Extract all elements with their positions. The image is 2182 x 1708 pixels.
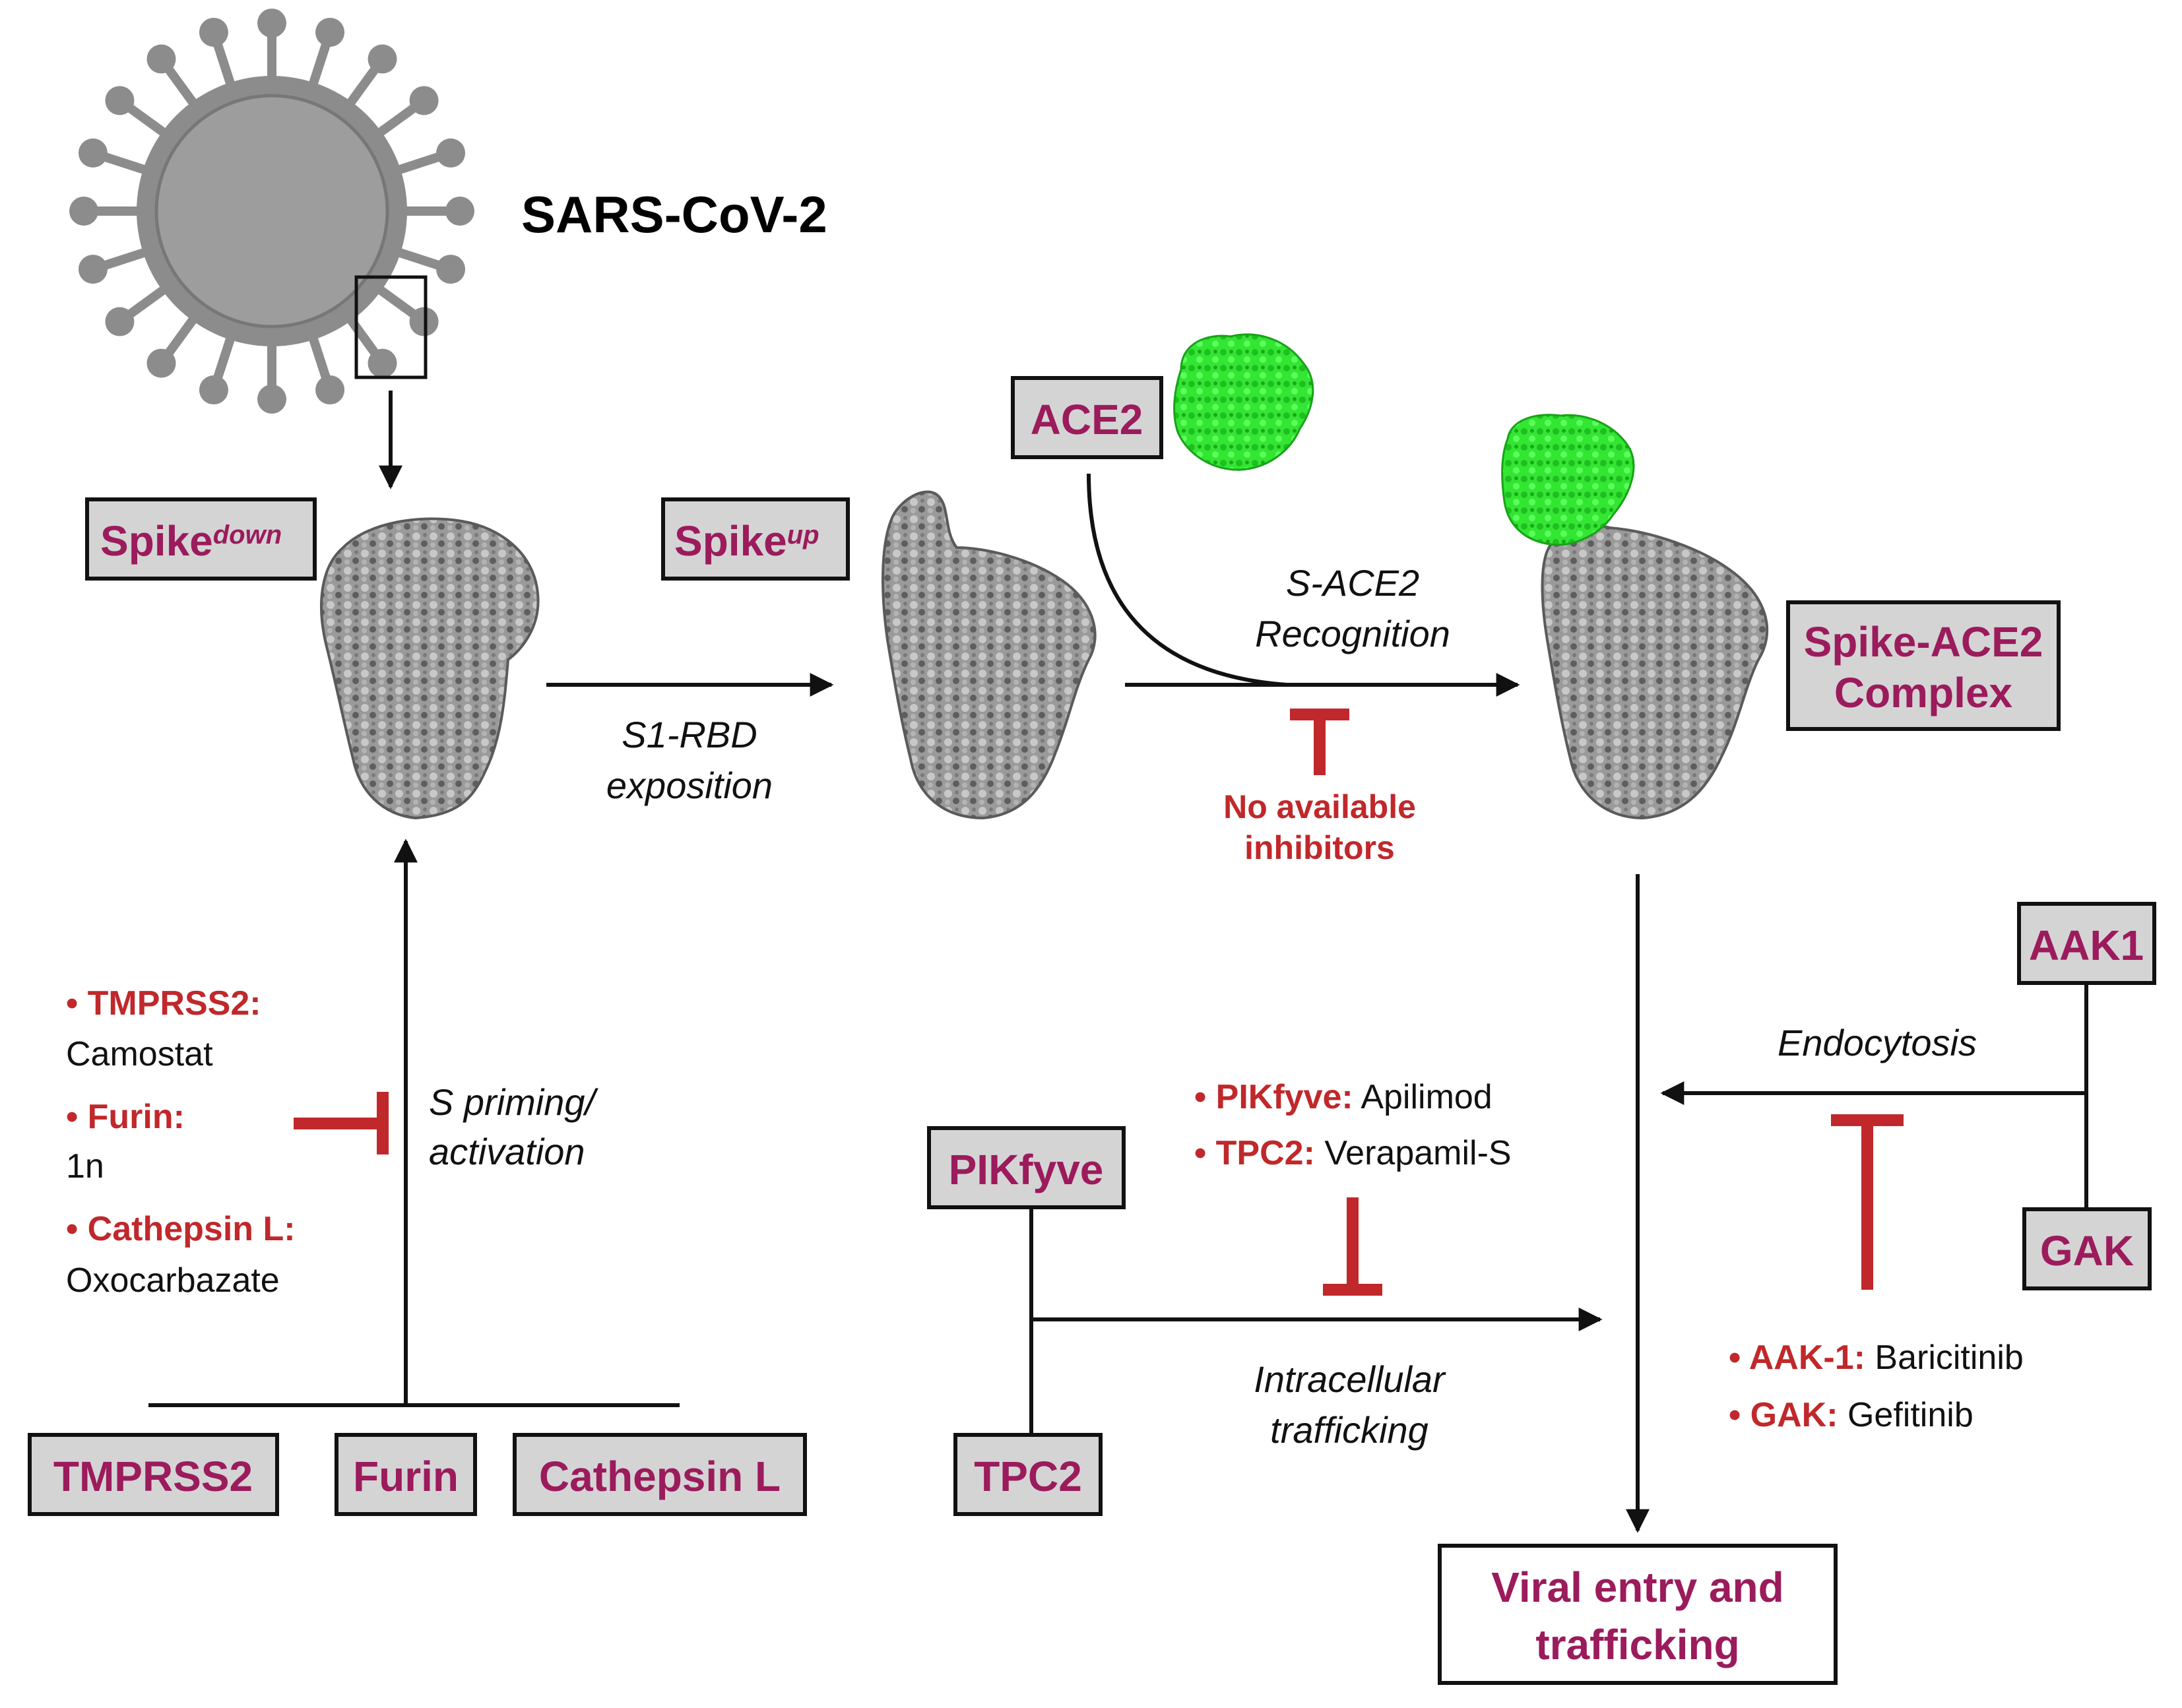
complex-box xyxy=(1786,600,2061,731)
virus-spike-knob xyxy=(409,86,439,115)
inhibitor-tpc2: • TPC2: Verapamil-S xyxy=(1194,1134,1512,1172)
tpc2-label: TPC2 xyxy=(974,1453,1082,1500)
inhibitor-pikfyve: • PIKfyve: Apilimod xyxy=(1194,1078,1492,1116)
protease-inhibitor-list: • TMPRSS2: Camostat • Furin: 1n • Cathep… xyxy=(66,984,296,1300)
ace2-protein xyxy=(1173,333,1314,471)
inhibitor-cathepsin-l: • Cathepsin L: xyxy=(66,1210,296,1248)
spike-up-protein xyxy=(882,490,1097,820)
virus-spike-knob xyxy=(199,17,228,47)
complex-label-line2: Complex xyxy=(1834,669,2013,716)
virus-spike-knob xyxy=(436,255,466,284)
virus-name: SARS-CoV-2 xyxy=(521,185,827,243)
virus-spike-knob xyxy=(368,44,397,74)
spike-down-protein xyxy=(320,517,540,820)
outcome-label-line2: trafficking xyxy=(1535,1621,1739,1668)
priming-inhibition-mark xyxy=(294,1092,389,1154)
aak1-label: AAK1 xyxy=(2029,922,2144,969)
spike-down-box xyxy=(85,497,317,581)
endocytosis-label: Endocytosis xyxy=(1778,1022,1977,1063)
drug-1n: 1n xyxy=(66,1147,104,1186)
no-inhibitors-line1: No available xyxy=(1223,788,1416,825)
inhibitor-furin: • Furin: xyxy=(66,1098,185,1136)
spike-ace2-complex-protein xyxy=(1501,414,1769,820)
virus-spike-knob xyxy=(315,375,345,405)
exposition-label-line1: S1-RBD xyxy=(622,714,757,755)
virus-spike-knob xyxy=(78,138,108,168)
tmprss2-box xyxy=(28,1433,279,1516)
gak-box xyxy=(2022,1207,2152,1290)
virus-spikes xyxy=(69,9,474,414)
endocytosis-inhibition-mark xyxy=(1831,1114,1904,1290)
exposition-label-line2: exposition xyxy=(606,765,773,806)
cathepsin-l-label: Cathepsin L xyxy=(539,1453,781,1500)
trafficking-inhibitor-list: • PIKfyve: Apilimod • TPC2: Verapamil-S xyxy=(1194,1078,1512,1172)
priming-label-line2: activation xyxy=(429,1131,585,1172)
drug-camostat: Camostat xyxy=(66,1035,213,1073)
spike-zoom-box xyxy=(354,275,428,379)
kinase-inhibitor-list: • AAK-1: Baricitinib • GAK: Gefitinib xyxy=(1729,1339,2024,1434)
outcome-label-line1: Viral entry and xyxy=(1491,1564,1783,1611)
spike-up-box xyxy=(661,497,850,581)
cathepsin-l-box xyxy=(513,1433,807,1516)
ace2-label: ACE2 xyxy=(1031,396,1143,443)
virus-spike-knob xyxy=(105,86,135,115)
virus-particle xyxy=(69,9,474,414)
pikfyve-box xyxy=(927,1126,1126,1209)
virus-core xyxy=(154,94,389,329)
virus-spike-knob xyxy=(257,9,286,38)
recognition-label-line1: S-ACE2 xyxy=(1286,562,1419,604)
ace2-box xyxy=(1011,376,1163,459)
trafficking-label-line2: trafficking xyxy=(1270,1409,1428,1451)
recognition-label-line2: Recognition xyxy=(1255,613,1450,654)
virus-spike-knob xyxy=(199,375,228,405)
trafficking-inhibition-mark xyxy=(1323,1197,1382,1296)
virus-spike-knob xyxy=(146,44,176,74)
gak-label: GAK xyxy=(2040,1227,2134,1275)
virus-spike-knob xyxy=(146,348,176,378)
spike-up-label: Spikeup xyxy=(674,517,819,565)
virus-spike-knob xyxy=(78,255,108,284)
inhibitor-aak1: • AAK-1: Baricitinib xyxy=(1729,1339,2024,1377)
outcome-box xyxy=(1438,1544,1838,1685)
spike-down-label: Spikedown xyxy=(100,517,282,565)
virus-spike-knob xyxy=(445,197,474,226)
virus-spike-knob xyxy=(257,385,286,414)
complex-label-line1: Spike-ACE2 xyxy=(1804,618,2043,666)
inhibitor-tmprss2: • TMPRSS2: xyxy=(66,984,261,1023)
trafficking-label-line1: Intracellular xyxy=(1254,1358,1446,1400)
tmprss2-label: TMPRSS2 xyxy=(53,1453,253,1500)
virus-spike-knob xyxy=(105,307,135,336)
virus-spike-knob xyxy=(69,197,98,226)
priming-label-line1: S priming/ xyxy=(429,1081,599,1123)
aak1-box xyxy=(2017,902,2156,985)
furin-label: Furin xyxy=(353,1453,459,1500)
ace2-binding-curve xyxy=(1087,473,1287,687)
virus-spike-knob xyxy=(436,138,466,168)
pikfyve-label: PIKfyve xyxy=(949,1146,1104,1193)
recognition-inhibition-mark xyxy=(1290,709,1349,775)
tpc2-box xyxy=(953,1433,1103,1516)
drug-oxocarbazate: Oxocarbazate xyxy=(66,1261,280,1300)
furin-box xyxy=(335,1433,477,1516)
virus-spike-knob xyxy=(368,348,397,378)
no-inhibitors-line2: inhibitors xyxy=(1244,829,1395,866)
inhibitor-gak: • GAK: Gefitinib xyxy=(1729,1396,1973,1434)
virus-spike-knob xyxy=(315,17,345,47)
